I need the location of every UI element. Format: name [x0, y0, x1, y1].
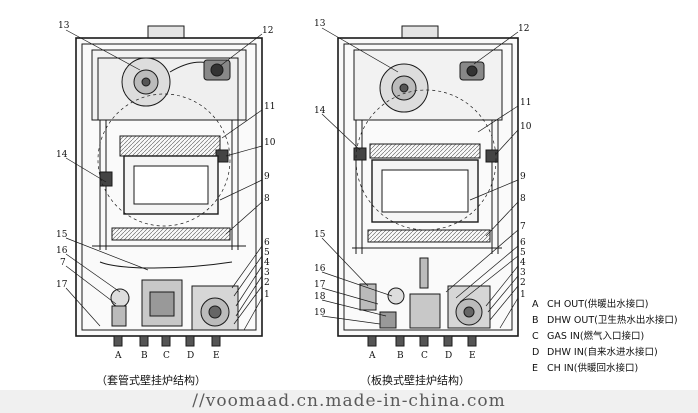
right-callout-18: 18	[314, 292, 326, 302]
right-callout-6: 6	[520, 238, 526, 248]
left-connector-a: A	[114, 351, 122, 361]
right-callout-14: 14	[314, 106, 326, 116]
legend-key: B	[532, 315, 539, 326]
legend-key: A	[532, 299, 539, 310]
legend-text: GAS IN(燃气入口接口)	[547, 331, 645, 342]
left-callout-4: 4	[264, 258, 270, 268]
right-connector-a: A	[368, 351, 376, 361]
right-callout-17: 17	[314, 280, 326, 290]
right-boiler	[337, 25, 519, 347]
left-callout-8: 8	[264, 194, 270, 204]
left-callout-6: 6	[264, 238, 270, 248]
left-callout-2: 2	[264, 278, 270, 288]
right-callout-10: 10	[520, 122, 532, 132]
left-callout-10: 10	[264, 138, 276, 148]
site-watermark: //voomaad.cn.made-in-china.com	[0, 390, 698, 413]
right-callout-11: 11	[520, 98, 531, 108]
left-leader-lines	[65, 29, 263, 331]
right-callout-19: 19	[314, 308, 326, 318]
right-connector-e: E	[469, 351, 476, 361]
right-callout-3: 3	[520, 268, 526, 278]
legend-row-c: C GAS IN(燃气入口接口)	[532, 329, 678, 345]
right-callout-5: 5	[520, 248, 526, 258]
legend-text: CH IN(供暖回水接口)	[547, 363, 639, 374]
right-diagram-caption: （板换式壁挂炉结构）	[360, 374, 470, 387]
right-callout-15: 15	[314, 230, 326, 240]
left-connectors: A B C D E	[114, 351, 220, 361]
legend-text: DHW IN(自来水进水接口)	[547, 347, 658, 358]
left-callouts: 13 12 11 10 14 9 8 15 6 5 16 4 3 7 2 17 …	[56, 21, 276, 300]
left-callout-17: 17	[56, 280, 68, 290]
legend-key: D	[532, 347, 540, 358]
left-boiler	[75, 25, 263, 347]
left-connector-e: E	[213, 351, 220, 361]
right-callout-2: 2	[520, 278, 526, 288]
left-callout-16: 16	[56, 246, 68, 256]
legend-text: CH OUT(供暖出水接口)	[547, 299, 649, 310]
right-callout-9: 9	[520, 172, 526, 182]
legend-row-d: D DHW IN(自来水进水接口)	[532, 345, 678, 361]
left-callout-5: 5	[264, 248, 270, 258]
left-callout-7: 7	[60, 258, 66, 268]
right-callouts: 13 12 14 11 10 9 8 15 7 6 5 16 4 17 3 18…	[314, 19, 532, 318]
right-connectors: A B C D E	[368, 351, 476, 361]
legend-text: DHW OUT(卫生热水出水接口)	[547, 315, 678, 326]
legend-row-e: E CH IN(供暖回水接口)	[532, 361, 678, 377]
boiler-diagram-canvas: 13 12 11 10 14 9 8 15 6 5 16 4 3 7 2 17 …	[56, 19, 532, 361]
left-callout-11: 11	[264, 102, 275, 112]
right-callout-13: 13	[314, 19, 326, 29]
left-callout-9: 9	[264, 172, 270, 182]
left-callout-1: 1	[264, 290, 270, 300]
right-connector-d: D	[445, 351, 452, 361]
left-callout-14: 14	[56, 150, 68, 160]
right-callout-12: 12	[518, 24, 529, 34]
left-callout-15: 15	[56, 230, 68, 240]
right-connector-c: C	[421, 351, 428, 361]
right-callout-7: 7	[520, 222, 526, 232]
left-callout-12: 12	[262, 26, 273, 36]
left-connector-d: D	[187, 351, 194, 361]
connector-legend: A CH OUT(供暖出水接口) B DHW OUT(卫生热水出水接口) C G…	[532, 297, 678, 377]
left-callout-3: 3	[264, 268, 270, 278]
legend-row-a: A CH OUT(供暖出水接口)	[532, 297, 678, 313]
legend-key: C	[532, 331, 539, 342]
left-connector-c: C	[163, 351, 170, 361]
legend-key: E	[532, 363, 539, 374]
left-diagram-caption: （套管式壁挂炉结构）	[96, 374, 206, 387]
right-callout-1: 1	[520, 290, 526, 300]
legend-row-b: B DHW OUT(卫生热水出水接口)	[532, 313, 678, 329]
right-callout-8: 8	[520, 194, 526, 204]
right-callout-4: 4	[520, 258, 526, 268]
right-callout-16: 16	[314, 264, 326, 274]
left-callout-13: 13	[58, 21, 70, 31]
right-connector-b: B	[397, 351, 404, 361]
left-connector-b: B	[141, 351, 148, 361]
right-leader-lines	[321, 27, 519, 329]
